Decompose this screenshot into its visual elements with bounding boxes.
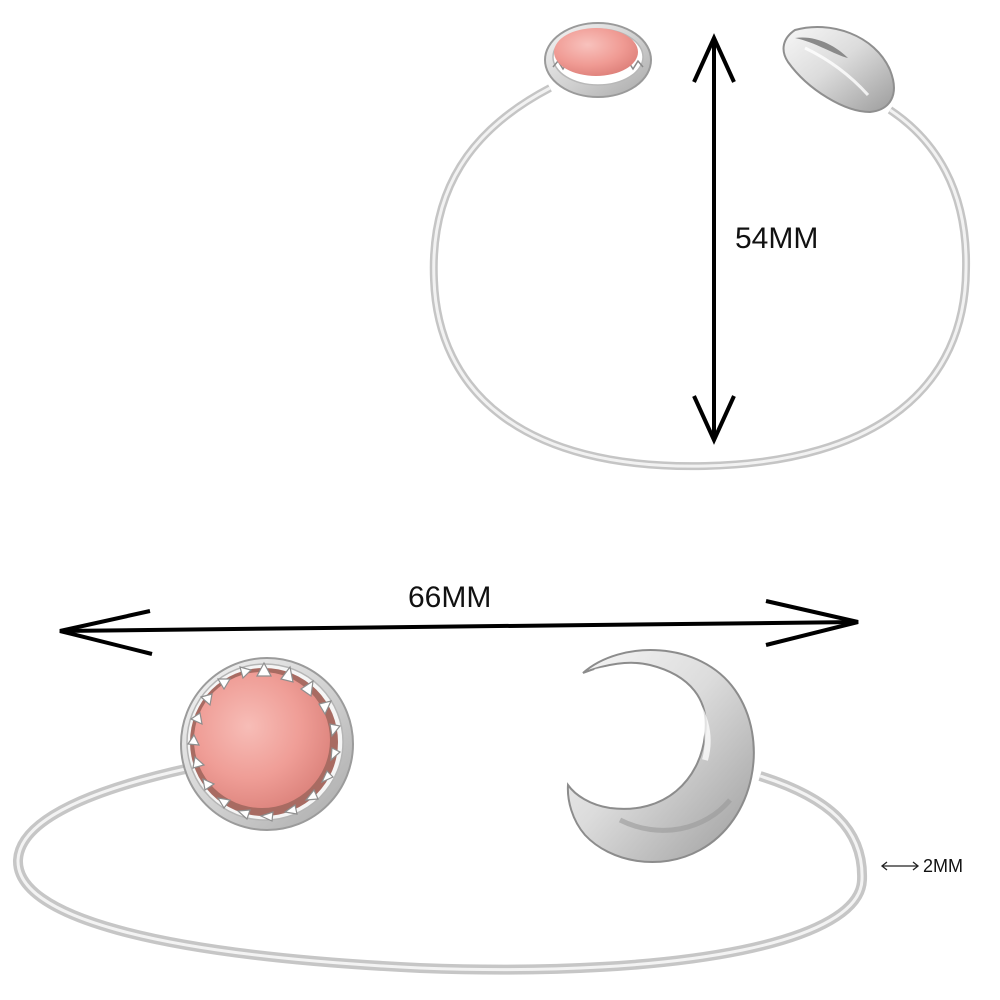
top-bangle: 54MM	[429, 22, 971, 471]
top-stone-setting	[544, 22, 652, 98]
top-moon-charm	[782, 26, 895, 114]
width-label: 66MM	[408, 581, 491, 614]
height-label: 54MM	[735, 222, 818, 255]
top-pink-stone	[554, 28, 638, 76]
bottom-stone-setting	[180, 657, 354, 831]
bottom-bangle	[12, 649, 868, 975]
width-dimension-arrow	[59, 599, 859, 656]
double-vertical-arrow-icon	[692, 33, 736, 83]
height-dimension-arrow	[692, 33, 736, 445]
small-double-arrow-icon	[880, 861, 888, 871]
double-horizontal-arrow-icon	[59, 609, 153, 656]
bottom-pink-stone	[194, 672, 330, 808]
bottom-moon-charm	[566, 649, 755, 863]
wire-thickness-indicator	[880, 861, 920, 871]
wire-thickness-label: 2MM	[923, 856, 963, 876]
